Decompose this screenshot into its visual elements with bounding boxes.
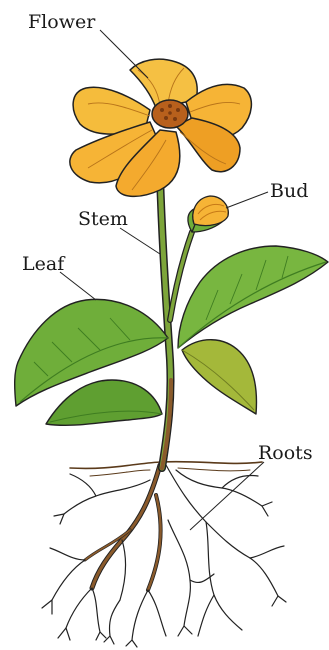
leader-bud bbox=[226, 192, 268, 208]
label-stem: Stem bbox=[78, 208, 128, 230]
label-leaf: Leaf bbox=[22, 253, 66, 275]
leaf-right-large bbox=[178, 246, 328, 348]
leader-stem bbox=[120, 228, 160, 254]
leader-flower bbox=[100, 30, 148, 78]
roots bbox=[42, 462, 286, 647]
flower bbox=[70, 59, 252, 196]
bud bbox=[188, 196, 228, 232]
leader-roots bbox=[190, 462, 264, 530]
label-bud: Bud bbox=[270, 180, 308, 202]
label-flower: Flower bbox=[28, 11, 96, 33]
leader-leaf bbox=[60, 272, 96, 300]
label-roots: Roots bbox=[258, 442, 313, 464]
